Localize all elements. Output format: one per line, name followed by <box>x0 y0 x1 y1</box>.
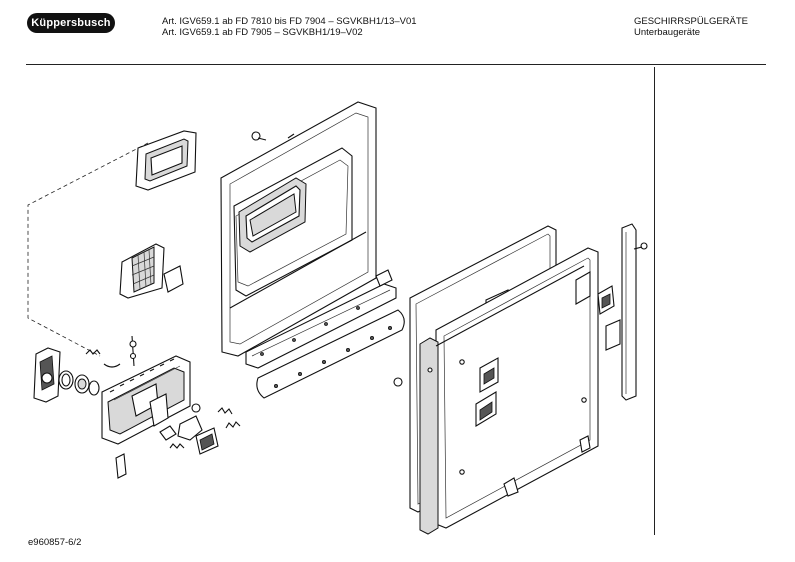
article-info: Art. IGV659.1 ab FD 7810 bis FD 7904 – S… <box>162 16 417 38</box>
category-line-2: Unterbaugeräte <box>634 27 701 38</box>
outer-door-panel-front <box>419 247 599 535</box>
hinge-rail <box>245 269 397 369</box>
spring-parts <box>85 335 241 449</box>
handle-frame-part <box>135 130 197 191</box>
category-line-1: GESCHIRRSPÜLGERÄTE <box>634 16 749 27</box>
inner-door-panel <box>220 101 377 357</box>
screw-top <box>251 131 267 141</box>
document-id: e960857-6/2 <box>28 537 82 548</box>
curved-trim-strip <box>256 309 405 399</box>
category-info: GESCHIRRSPÜLGERÄTE Unterbaugeräte <box>634 16 748 38</box>
assembly-leader-line <box>27 142 149 357</box>
article-line-1: Art. IGV659.1 ab FD 7810 bis FD 7904 – S… <box>162 16 417 27</box>
seal-rings <box>58 370 100 396</box>
margin-rule <box>654 67 655 535</box>
header-rule <box>26 64 766 65</box>
article-line-2: Art. IGV659.1 ab FD 7905 – SGVKBH1/19–V0… <box>162 27 363 38</box>
brand-logo: Küppersbusch <box>27 13 115 33</box>
side-rail <box>597 223 648 401</box>
control-knob <box>33 347 61 403</box>
small-fasteners <box>393 367 591 497</box>
latch-parts <box>115 415 219 479</box>
mesh-part <box>119 243 184 299</box>
control-module-housing <box>101 355 191 445</box>
